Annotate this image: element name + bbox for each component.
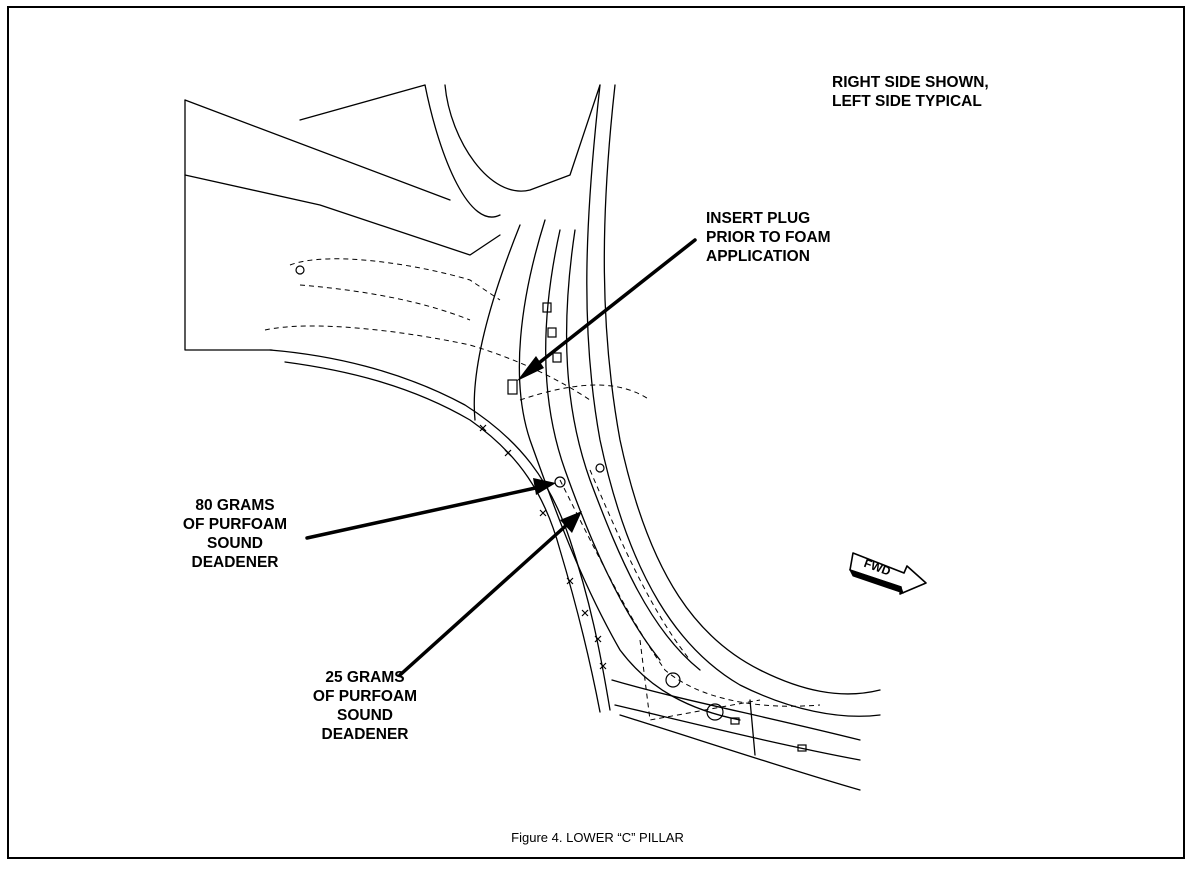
detail-slot-1 bbox=[730, 717, 740, 725]
weld-mark-4 bbox=[566, 577, 574, 585]
plug-hole bbox=[507, 379, 518, 395]
quarter-panel-outline bbox=[184, 99, 273, 351]
insert-plug-callout: INSERT PLUG PRIOR TO FOAM APPLICATION bbox=[706, 209, 831, 266]
hidden-line-7 bbox=[639, 639, 761, 721]
purfoam-80-line-4: DEADENER bbox=[191, 554, 279, 571]
weld-mark-6 bbox=[594, 635, 602, 643]
door-opening-line-4 bbox=[586, 84, 881, 717]
pillar-inner-line-3 bbox=[544, 229, 661, 661]
hidden-line-2 bbox=[264, 325, 591, 401]
hidden-line-1 bbox=[289, 258, 501, 301]
weld-mark-3 bbox=[539, 509, 547, 517]
insert-plug-arrowhead bbox=[517, 356, 544, 381]
purfoam-80-line-2: OF PURFOAM bbox=[182, 516, 288, 533]
purfoam-25-callout: 25 GRAMS OF PURFOAM SOUND DEADENER bbox=[300, 668, 430, 744]
weld-mark-5 bbox=[581, 609, 589, 617]
insert-plug-line-2: PRIOR TO FOAM bbox=[706, 229, 831, 246]
weld-mark-1 bbox=[479, 424, 487, 432]
detail-hole-2 bbox=[595, 463, 605, 473]
fwd-arrow-icon: FWD bbox=[849, 552, 927, 595]
side-note-line-2: LEFT SIDE TYPICAL bbox=[832, 93, 982, 110]
detail-hole-3 bbox=[665, 672, 681, 688]
door-opening-line-3 bbox=[603, 84, 881, 695]
hidden-line-4 bbox=[519, 384, 651, 401]
detail-square-2 bbox=[547, 327, 557, 338]
pillar-inner-line-2 bbox=[518, 219, 741, 721]
purfoam-25-line-4: DEADENER bbox=[321, 726, 409, 743]
pillar-inner-line-4 bbox=[565, 229, 701, 671]
purfoam-25-arrowhead bbox=[560, 511, 582, 533]
detail-square-1 bbox=[542, 302, 552, 313]
rocker-panel-end bbox=[749, 699, 756, 756]
quarter-panel-beltline bbox=[184, 174, 501, 256]
insert-plug-line-1: INSERT PLUG bbox=[706, 210, 811, 227]
purfoam-80-leader bbox=[305, 485, 542, 540]
rocker-panel-mid bbox=[614, 704, 861, 761]
purfoam-80-line-1: 80 GRAMS bbox=[195, 497, 275, 514]
purfoam-25-leader bbox=[398, 520, 572, 677]
rocker-panel-bottom bbox=[619, 714, 861, 791]
detail-hole-1 bbox=[554, 476, 566, 488]
door-opening-line-1 bbox=[424, 84, 501, 218]
hidden-line-3 bbox=[299, 284, 471, 321]
side-note: RIGHT SIDE SHOWN, LEFT SIDE TYPICAL bbox=[832, 73, 989, 111]
purfoam-80-line-3: SOUND bbox=[207, 535, 263, 552]
purfoam-80-callout: 80 GRAMS OF PURFOAM SOUND DEADENER bbox=[170, 496, 300, 572]
wheel-opening-inner-flange bbox=[284, 361, 601, 713]
weld-mark-2 bbox=[504, 449, 512, 457]
purfoam-25-line-1: 25 GRAMS bbox=[325, 669, 405, 686]
weld-mark-7 bbox=[599, 662, 607, 670]
purfoam-25-line-3: SOUND bbox=[337, 707, 393, 724]
door-opening-line-2 bbox=[444, 84, 601, 192]
purfoam-80-arrowhead bbox=[533, 478, 556, 495]
pillar-inner-line-1 bbox=[473, 224, 521, 421]
detail-hole-5 bbox=[295, 265, 305, 275]
detail-slot-2 bbox=[797, 744, 807, 752]
figure-caption: Figure 4. LOWER “C” PILLAR bbox=[511, 830, 684, 845]
hidden-line-6 bbox=[589, 469, 691, 661]
rocker-panel-top bbox=[611, 679, 861, 741]
insert-plug-line-3: APPLICATION bbox=[706, 248, 810, 265]
wheel-opening-flange bbox=[269, 349, 611, 711]
side-note-line-1: RIGHT SIDE SHOWN, bbox=[832, 74, 989, 91]
purfoam-25-line-2: OF PURFOAM bbox=[312, 688, 418, 705]
detail-hole-4 bbox=[706, 703, 724, 721]
quarter-panel-upper-line bbox=[299, 84, 426, 121]
insert-plug-leader bbox=[528, 238, 697, 372]
detail-square-3 bbox=[552, 352, 562, 363]
hidden-line-5 bbox=[559, 479, 821, 707]
quarter-panel-top-edge bbox=[184, 99, 451, 201]
figure-border bbox=[7, 6, 1185, 859]
